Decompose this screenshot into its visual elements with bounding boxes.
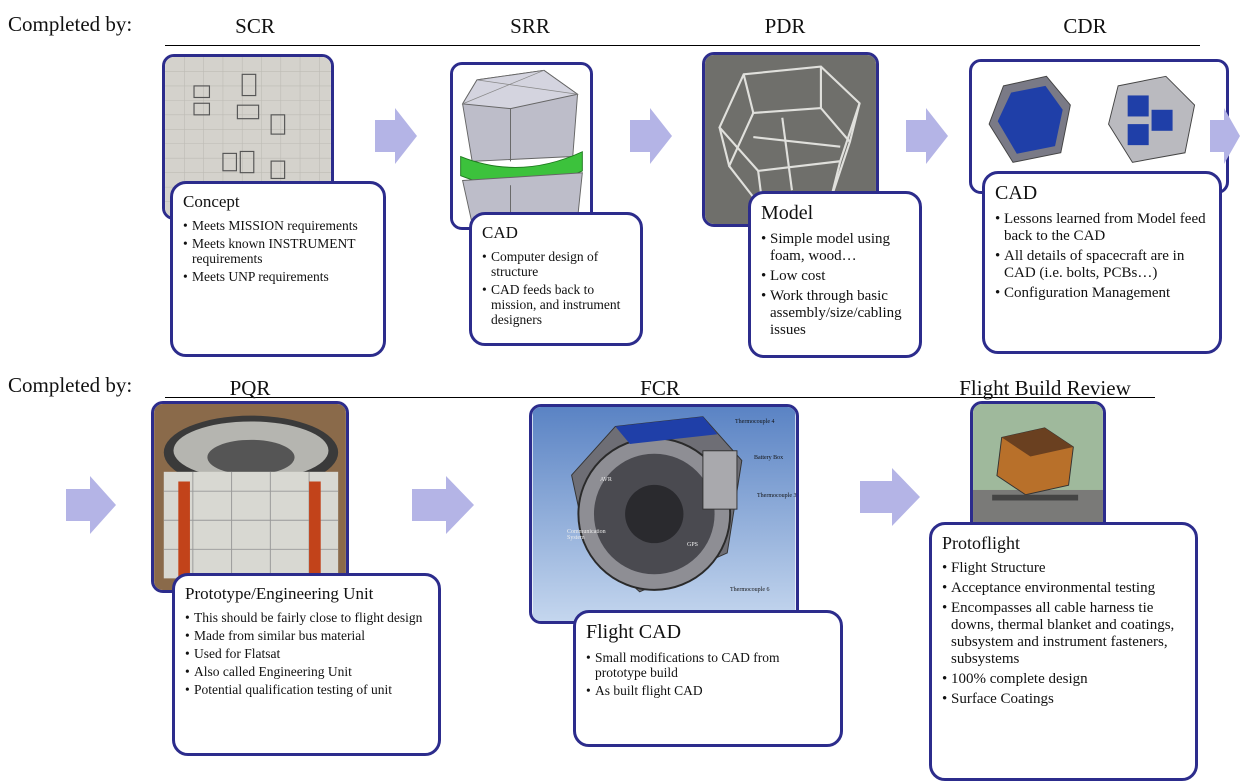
list-item: Surface Coatings: [942, 691, 1185, 708]
fcr-label-thermocouple-3: Thermocouple 3: [757, 493, 797, 499]
list-item: Meets MISSION requirements: [183, 218, 373, 233]
list-item: Used for Flatsat: [185, 646, 428, 661]
card-title: Model: [761, 202, 814, 224]
list-item: Meets known INSTRUMENT requirements: [183, 236, 373, 266]
stage-cdr: CDR: [1063, 14, 1107, 38]
list-item: Flight Structure: [942, 560, 1185, 577]
list-item: Work through basic assembly/size/cabling…: [761, 288, 909, 339]
row2-completed-by-label: Completed by:: [8, 373, 133, 397]
card-title: CAD: [482, 223, 518, 242]
card-title: Prototype/Engineering Unit: [185, 584, 374, 603]
fcr-label-thermocouple-6: Thermocouple 6: [730, 587, 770, 593]
arrow-right-icon: [630, 108, 672, 164]
list-item: CAD feeds back to mission, and instrumen…: [482, 282, 630, 327]
arrow-right-icon: [860, 468, 920, 526]
card-title: Protoflight: [942, 533, 1021, 553]
list-item: Acceptance environmental testing: [942, 580, 1185, 597]
list-item: Low cost: [761, 268, 909, 285]
list-item: Lessons learned from Model feed back to …: [995, 211, 1209, 245]
list-item: Configuration Management: [995, 285, 1209, 302]
row1-completed-by-label: Completed by:: [8, 12, 133, 36]
arrow-right-icon: [375, 108, 417, 164]
list-item: Meets UNP requirements: [183, 269, 373, 284]
list-item: Computer design of structure: [482, 249, 630, 279]
stage-srr: SRR: [510, 14, 550, 38]
stage-flight-build-review: Flight Build Review: [959, 376, 1131, 400]
row1-divider: [165, 45, 1200, 46]
card-concept: Concept Meets MISSION requirements Meets…: [170, 181, 386, 357]
stage-scr: SCR: [235, 14, 275, 38]
row2-divider: [165, 397, 1155, 398]
stage-pqr: PQR: [229, 376, 271, 400]
fcr-label-battery-box: Battery Box: [754, 455, 784, 461]
list-item: Also called Engineering Unit: [185, 664, 428, 679]
stage-pdr: PDR: [764, 14, 806, 38]
card-prototype: Prototype/Engineering Unit This should b…: [172, 573, 441, 756]
fcr-cad-image: Thermocouple 4 Battery Box Thermocouple …: [529, 404, 799, 624]
fcr-label-gps: GPS: [687, 542, 699, 548]
flight-build-image: [970, 401, 1106, 535]
card-protoflight: Protoflight Flight Structure Acceptance …: [929, 522, 1198, 781]
srr-cad-image: [450, 62, 593, 230]
list-item: All details of spacecraft are in CAD (i.…: [995, 248, 1209, 282]
card-cad-cdr: CAD Lessons learned from Model feed back…: [982, 171, 1222, 354]
fcr-label-thermocouple-4: Thermocouple 4: [735, 419, 775, 425]
card-title: Concept: [183, 192, 240, 211]
card-model: Model Simple model using foam, wood… Low…: [748, 191, 922, 358]
fcr-label-avr: AVR: [600, 477, 612, 483]
card-flight-cad: Flight CAD Small modifications to CAD fr…: [573, 610, 843, 747]
list-item: Potential qualification testing of unit: [185, 682, 428, 697]
card-title: Flight CAD: [586, 621, 682, 643]
arrow-right-icon: [906, 108, 948, 164]
card-cad-srr: CAD Computer design of structure CAD fee…: [469, 212, 643, 346]
list-item: Small modifications to CAD from prototyp…: [586, 650, 830, 680]
pqr-prototype-image: [151, 401, 349, 593]
fcr-label-communication-system: Communication System: [567, 529, 606, 541]
cdr-cad-image: [969, 59, 1229, 194]
arrow-right-icon: [1210, 108, 1240, 164]
list-item: Made from similar bus material: [185, 628, 428, 643]
arrow-right-icon: [66, 476, 116, 534]
list-item: As built flight CAD: [586, 683, 830, 698]
card-title: CAD: [995, 182, 1038, 204]
arrow-right-icon: [412, 476, 474, 534]
list-item: Encompasses all cable harness tie downs,…: [942, 600, 1185, 668]
list-item: Simple model using foam, wood…: [761, 231, 909, 265]
list-item: This should be fairly close to flight de…: [185, 610, 428, 625]
list-item: 100% complete design: [942, 671, 1185, 688]
stage-fcr: FCR: [640, 376, 680, 400]
